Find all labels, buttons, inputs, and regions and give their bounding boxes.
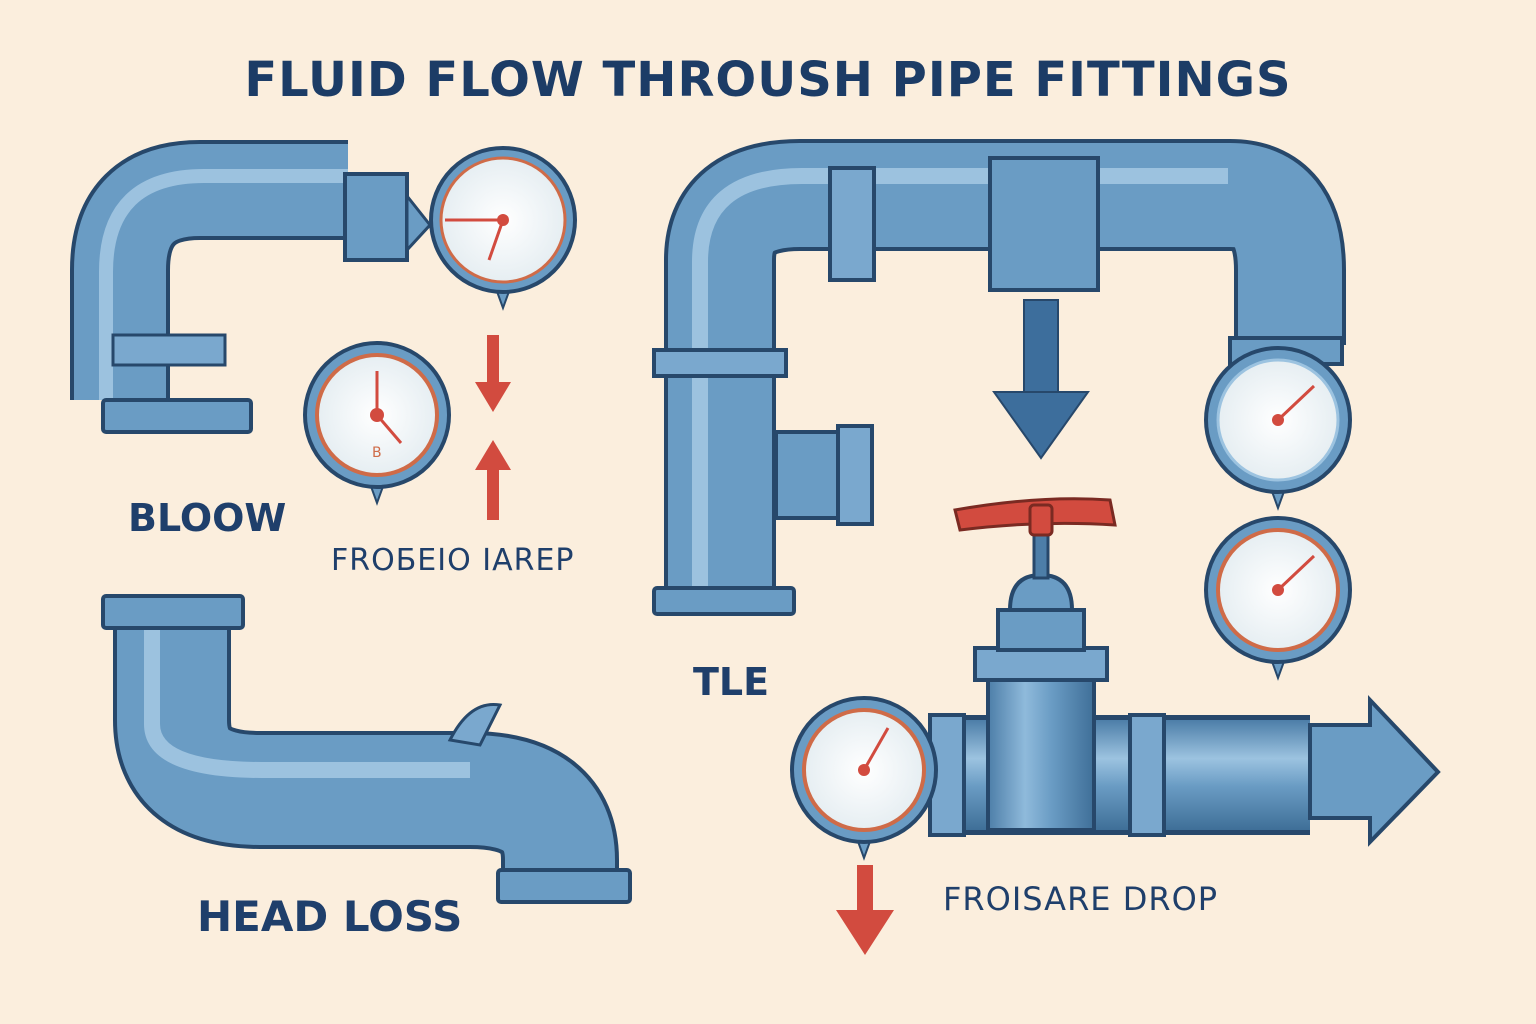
flow-down-arrow-icon [992,299,1090,460]
elbow-label: BLOOW [128,496,287,540]
gate-valve [928,497,1441,847]
page-title: FLUID FLOW THROUSH PIPE FITTINGS [244,52,1292,108]
tee-label: TLE [693,660,770,704]
tee-fitting [652,139,1346,616]
pressure-gauge-icon: B [303,341,451,506]
pressure-drop-arrow-icon [836,865,894,955]
up-arrow-icon [475,440,511,520]
pressure-drop-label: FROISARE DROP [943,880,1219,918]
pressure-gauge-icon [790,696,938,861]
pressure-gauge-icon [429,146,577,311]
head-loss-pipe [101,594,632,904]
down-arrow-icon [475,335,511,412]
pressure-gauge-icon [1204,346,1352,511]
gauge-mark: B [372,445,382,461]
elbow-fitting [70,140,432,434]
pressure-gauge-icon [1204,516,1352,681]
pressure-label: FROБЕIO IAREP [331,543,575,578]
head-loss-label: HEAD LOSS [197,892,463,941]
